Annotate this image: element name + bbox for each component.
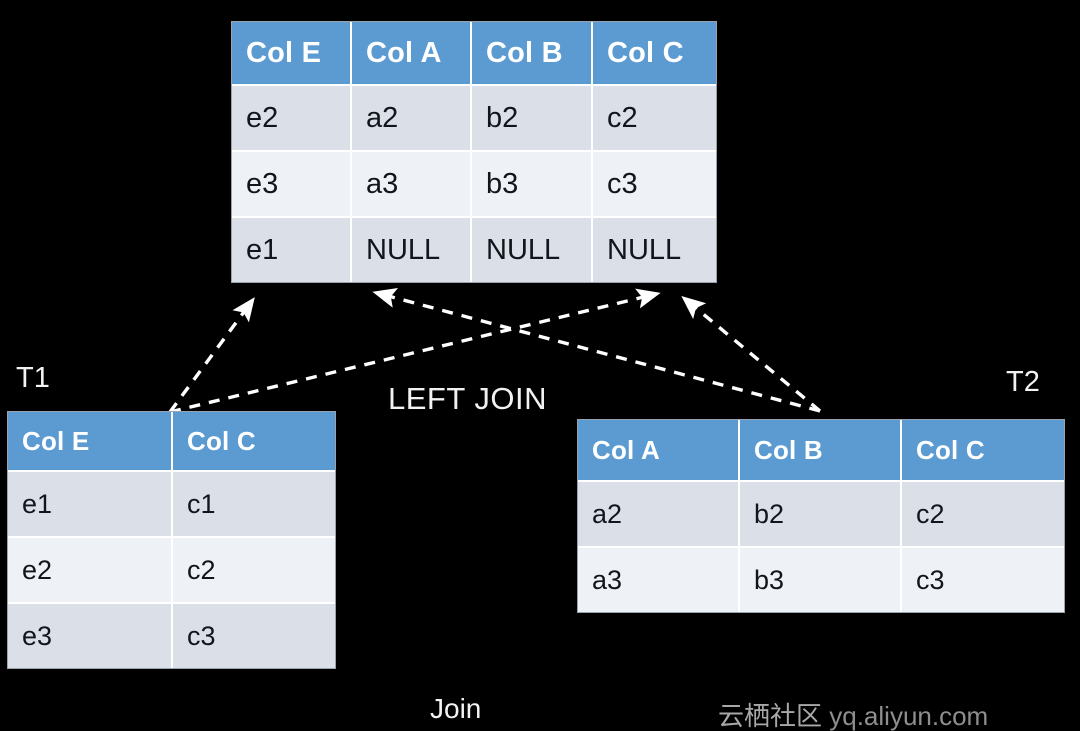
table-cell: a2 bbox=[578, 482, 740, 548]
table-row: e1 NULL NULL NULL bbox=[232, 218, 716, 282]
table-cell: c2 bbox=[173, 538, 335, 604]
table-cell: NULL bbox=[352, 218, 472, 282]
t2-col-header: Col C bbox=[902, 420, 1064, 482]
table-cell: c1 bbox=[173, 472, 335, 538]
t2-table: Col A Col B Col C a2 b2 c2 a3 b3 c3 bbox=[578, 420, 1064, 612]
table-cell: NULL bbox=[593, 218, 716, 282]
table-cell: a2 bbox=[352, 86, 472, 152]
table-cell: e3 bbox=[232, 152, 352, 218]
table-cell: b3 bbox=[472, 152, 593, 218]
arrow-t2-to-result-right bbox=[681, 295, 822, 413]
arrow-t1-to-result-left bbox=[168, 297, 255, 414]
t1-label: T1 bbox=[16, 362, 50, 394]
table-cell: e2 bbox=[8, 538, 173, 604]
table-row: e2 a2 b2 c2 bbox=[232, 86, 716, 152]
table-row: e1 c1 bbox=[8, 472, 335, 538]
t2-col-header: Col A bbox=[578, 420, 740, 482]
table-row: a3 b3 c3 bbox=[578, 548, 1064, 612]
result-col-header: Col A bbox=[352, 22, 472, 86]
watermark: 云栖社区 yq.aliyun.com bbox=[718, 696, 988, 731]
table-cell: c2 bbox=[593, 86, 716, 152]
table-row: e3 a3 b3 c3 bbox=[232, 152, 716, 218]
table-cell: NULL bbox=[472, 218, 593, 282]
result-col-header: Col E bbox=[232, 22, 352, 86]
t1-header-row: Col E Col C bbox=[8, 412, 335, 472]
watermark-site-name: 云栖社区 bbox=[718, 701, 823, 731]
result-col-header: Col B bbox=[472, 22, 593, 86]
t2-header-row: Col A Col B Col C bbox=[578, 420, 1064, 482]
join-type-label: LEFT JOIN bbox=[388, 381, 547, 416]
t2-label: T2 bbox=[1006, 366, 1040, 398]
t1-table: Col E Col C e1 c1 e2 c2 e3 c3 bbox=[8, 412, 335, 668]
t1-col-header: Col E bbox=[8, 412, 173, 472]
result-table: Col E Col A Col B Col C e2 a2 b2 c2 e3 a… bbox=[232, 22, 716, 282]
table-cell: c3 bbox=[173, 604, 335, 668]
table-cell: b3 bbox=[740, 548, 902, 612]
t1-col-header: Col C bbox=[173, 412, 335, 472]
table-cell: e2 bbox=[232, 86, 352, 152]
table-cell: c3 bbox=[593, 152, 716, 218]
result-table-header-row: Col E Col A Col B Col C bbox=[232, 22, 716, 86]
watermark-url: yq.aliyun.com bbox=[829, 701, 989, 731]
t2-col-header: Col B bbox=[740, 420, 902, 482]
table-cell: e1 bbox=[232, 218, 352, 282]
table-cell: b2 bbox=[740, 482, 902, 548]
table-cell: a3 bbox=[352, 152, 472, 218]
table-row: e2 c2 bbox=[8, 538, 335, 604]
table-cell: b2 bbox=[472, 86, 593, 152]
table-cell: e1 bbox=[8, 472, 173, 538]
table-cell: a3 bbox=[578, 548, 740, 612]
table-row: e3 c3 bbox=[8, 604, 335, 668]
table-cell: e3 bbox=[8, 604, 173, 668]
table-cell: c3 bbox=[902, 548, 1064, 612]
table-cell: c2 bbox=[902, 482, 1064, 548]
table-row: a2 b2 c2 bbox=[578, 482, 1064, 548]
join-caption: Join bbox=[430, 693, 482, 724]
result-col-header: Col C bbox=[593, 22, 716, 86]
